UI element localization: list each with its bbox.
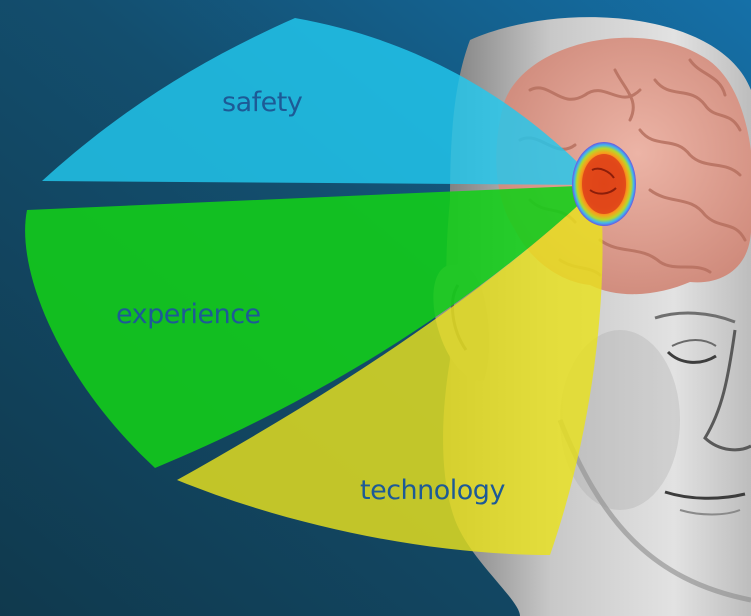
technology-sector <box>177 185 603 555</box>
technology-label: technology <box>360 475 505 506</box>
focus-sectors <box>25 18 603 555</box>
experience-sector <box>25 185 600 468</box>
brain-hotspot <box>572 142 636 226</box>
safety-label: safety <box>222 87 303 118</box>
experience-label: experience <box>116 299 261 330</box>
safety-sector <box>42 18 600 185</box>
